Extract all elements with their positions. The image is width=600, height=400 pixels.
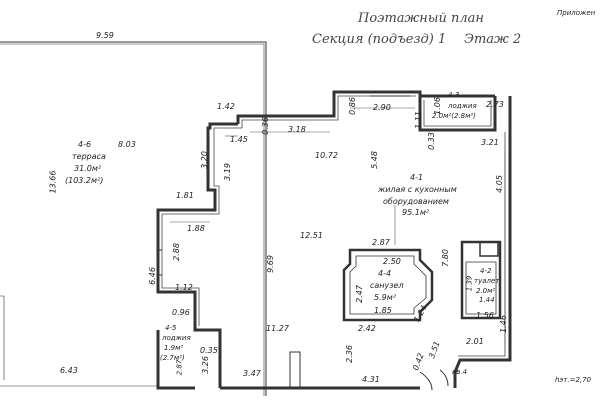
dim-250: 2.50 (383, 257, 401, 266)
floor-label: Этаж 2 (464, 32, 522, 47)
dim-142: 1.42 (217, 102, 235, 111)
outer-wall-right (453, 96, 512, 388)
dim-236: 2.36 (344, 345, 354, 363)
outer-wall-main-inner (161, 127, 242, 326)
dim-1072: 10.72 (315, 151, 338, 160)
dim-035: 0.35 (200, 346, 218, 355)
dim-185: 1.85 (374, 306, 392, 315)
loggia-top-name: лоджия (448, 102, 477, 110)
height-mark: hэт.=2,70 (555, 376, 592, 384)
door-swing-2 (439, 369, 449, 387)
dim-646: 6.46 (147, 267, 157, 285)
terrace-area-total: (103.2м²) (65, 176, 104, 185)
dim-146: 1.46 (498, 315, 508, 333)
dim-terrace-left: 13.66 (48, 170, 58, 194)
loggia-top-area: 2.0м²(2.8м²) (432, 112, 476, 120)
dim-111: 1.11 (413, 111, 423, 129)
dim-405: 4.05 (494, 175, 504, 193)
plan-title: Поэтажный план (358, 11, 484, 26)
loggia-top-inner (423, 100, 492, 127)
living-name-1: жилая с кухонным (378, 185, 457, 194)
loggia-bottom-area-total: (2.7м²) (160, 354, 185, 362)
dim-287b: 2.87 (175, 359, 184, 376)
dim-242: 2.42 (358, 324, 376, 333)
dim-320: 3.20 (199, 151, 209, 169)
dim-144: 1.44 (479, 296, 495, 304)
dim-318: 3.18 (288, 125, 306, 134)
terrace-name: терраса (72, 152, 106, 161)
bath-inner (349, 255, 427, 315)
dim-319: 3.19 (222, 163, 232, 181)
section-label: Секция (подъезд) 1 (312, 32, 447, 47)
toilet-name: туалет (474, 277, 500, 285)
loggia-bottom-area: 1.9м² (164, 344, 184, 352)
dim-terrace-top: 9.59 (96, 31, 114, 40)
dim-1127: 11.27 (266, 324, 289, 333)
loggia-bottom-wall (156, 330, 195, 390)
toilet-number: 4-2 (480, 267, 492, 275)
door-swing (419, 371, 433, 391)
loggia-bottom-name: лоджия (162, 334, 191, 342)
window-top (370, 91, 410, 97)
dim-347: 3.47 (243, 369, 261, 378)
dim-188: 1.88 (187, 224, 205, 233)
riser-box (479, 241, 499, 257)
dim-033: 0.33 (426, 132, 436, 150)
loggia-top-number: 4-3 (448, 91, 460, 99)
toilet-inner (465, 261, 497, 315)
living-name-2: оборудованием (383, 197, 449, 206)
dim-096: 0.96 (172, 308, 190, 317)
dim-036: 0.36 (260, 117, 270, 135)
terrace-left-stub (0, 295, 5, 380)
dim-139: 1.39 (465, 275, 474, 292)
terrace-number: 4-6 (78, 140, 92, 149)
dim-086: 0.86 (347, 97, 357, 115)
dim-969: 9.69 (265, 255, 275, 273)
dim-terrace-bottom: 6.43 (60, 366, 78, 375)
appendix-label: Приложен (557, 9, 596, 17)
dim-326: 3.26 (200, 356, 210, 374)
dim-247: 2.47 (354, 285, 364, 303)
dim-145: 1.45 (230, 135, 248, 144)
loggia-bottom-number: 4-5 (165, 324, 177, 332)
dim-548: 5.48 (369, 151, 379, 169)
column-bottom (289, 351, 301, 389)
dim-terrace-mid: 8.03 (118, 140, 136, 149)
dim-321: 3.21 (481, 138, 499, 147)
bath-name: санузел (370, 281, 404, 290)
outer-wall-top-inner (241, 95, 416, 128)
bath-wall (342, 248, 434, 322)
dim-288: 2.88 (171, 243, 181, 261)
terrace-outline (0, 41, 267, 396)
dim-431: 4.31 (362, 375, 380, 384)
dim-201: 2.01 (466, 337, 484, 346)
dim-181: 1.81 (176, 191, 194, 200)
bath-number: 4-4 (378, 269, 392, 278)
outer-wall-main (156, 122, 238, 388)
dim-156: 1.56 (476, 311, 494, 320)
bath-area: 5.9м² (374, 293, 396, 302)
toilet-area: 2.0м² (476, 287, 496, 295)
window-left (158, 249, 162, 276)
living-number: 4-1 (410, 173, 424, 182)
living-area: 95.1м² (402, 208, 430, 217)
dim-287: 2.87 (372, 238, 390, 247)
stair-mark: кв.4 (452, 368, 468, 376)
dim-780: 7.80 (440, 249, 450, 267)
terrace-area: 31.0м² (74, 164, 102, 173)
dim-1251: 12.51 (300, 231, 323, 240)
loggia-top-wall (418, 96, 497, 132)
dim-290: 2.90 (373, 103, 391, 112)
terrace-outline-2 (0, 43, 265, 396)
dim-273: 2.73 (486, 100, 504, 109)
dim-112: 1.12 (175, 283, 193, 292)
dim-106: 1.06 (432, 97, 442, 115)
